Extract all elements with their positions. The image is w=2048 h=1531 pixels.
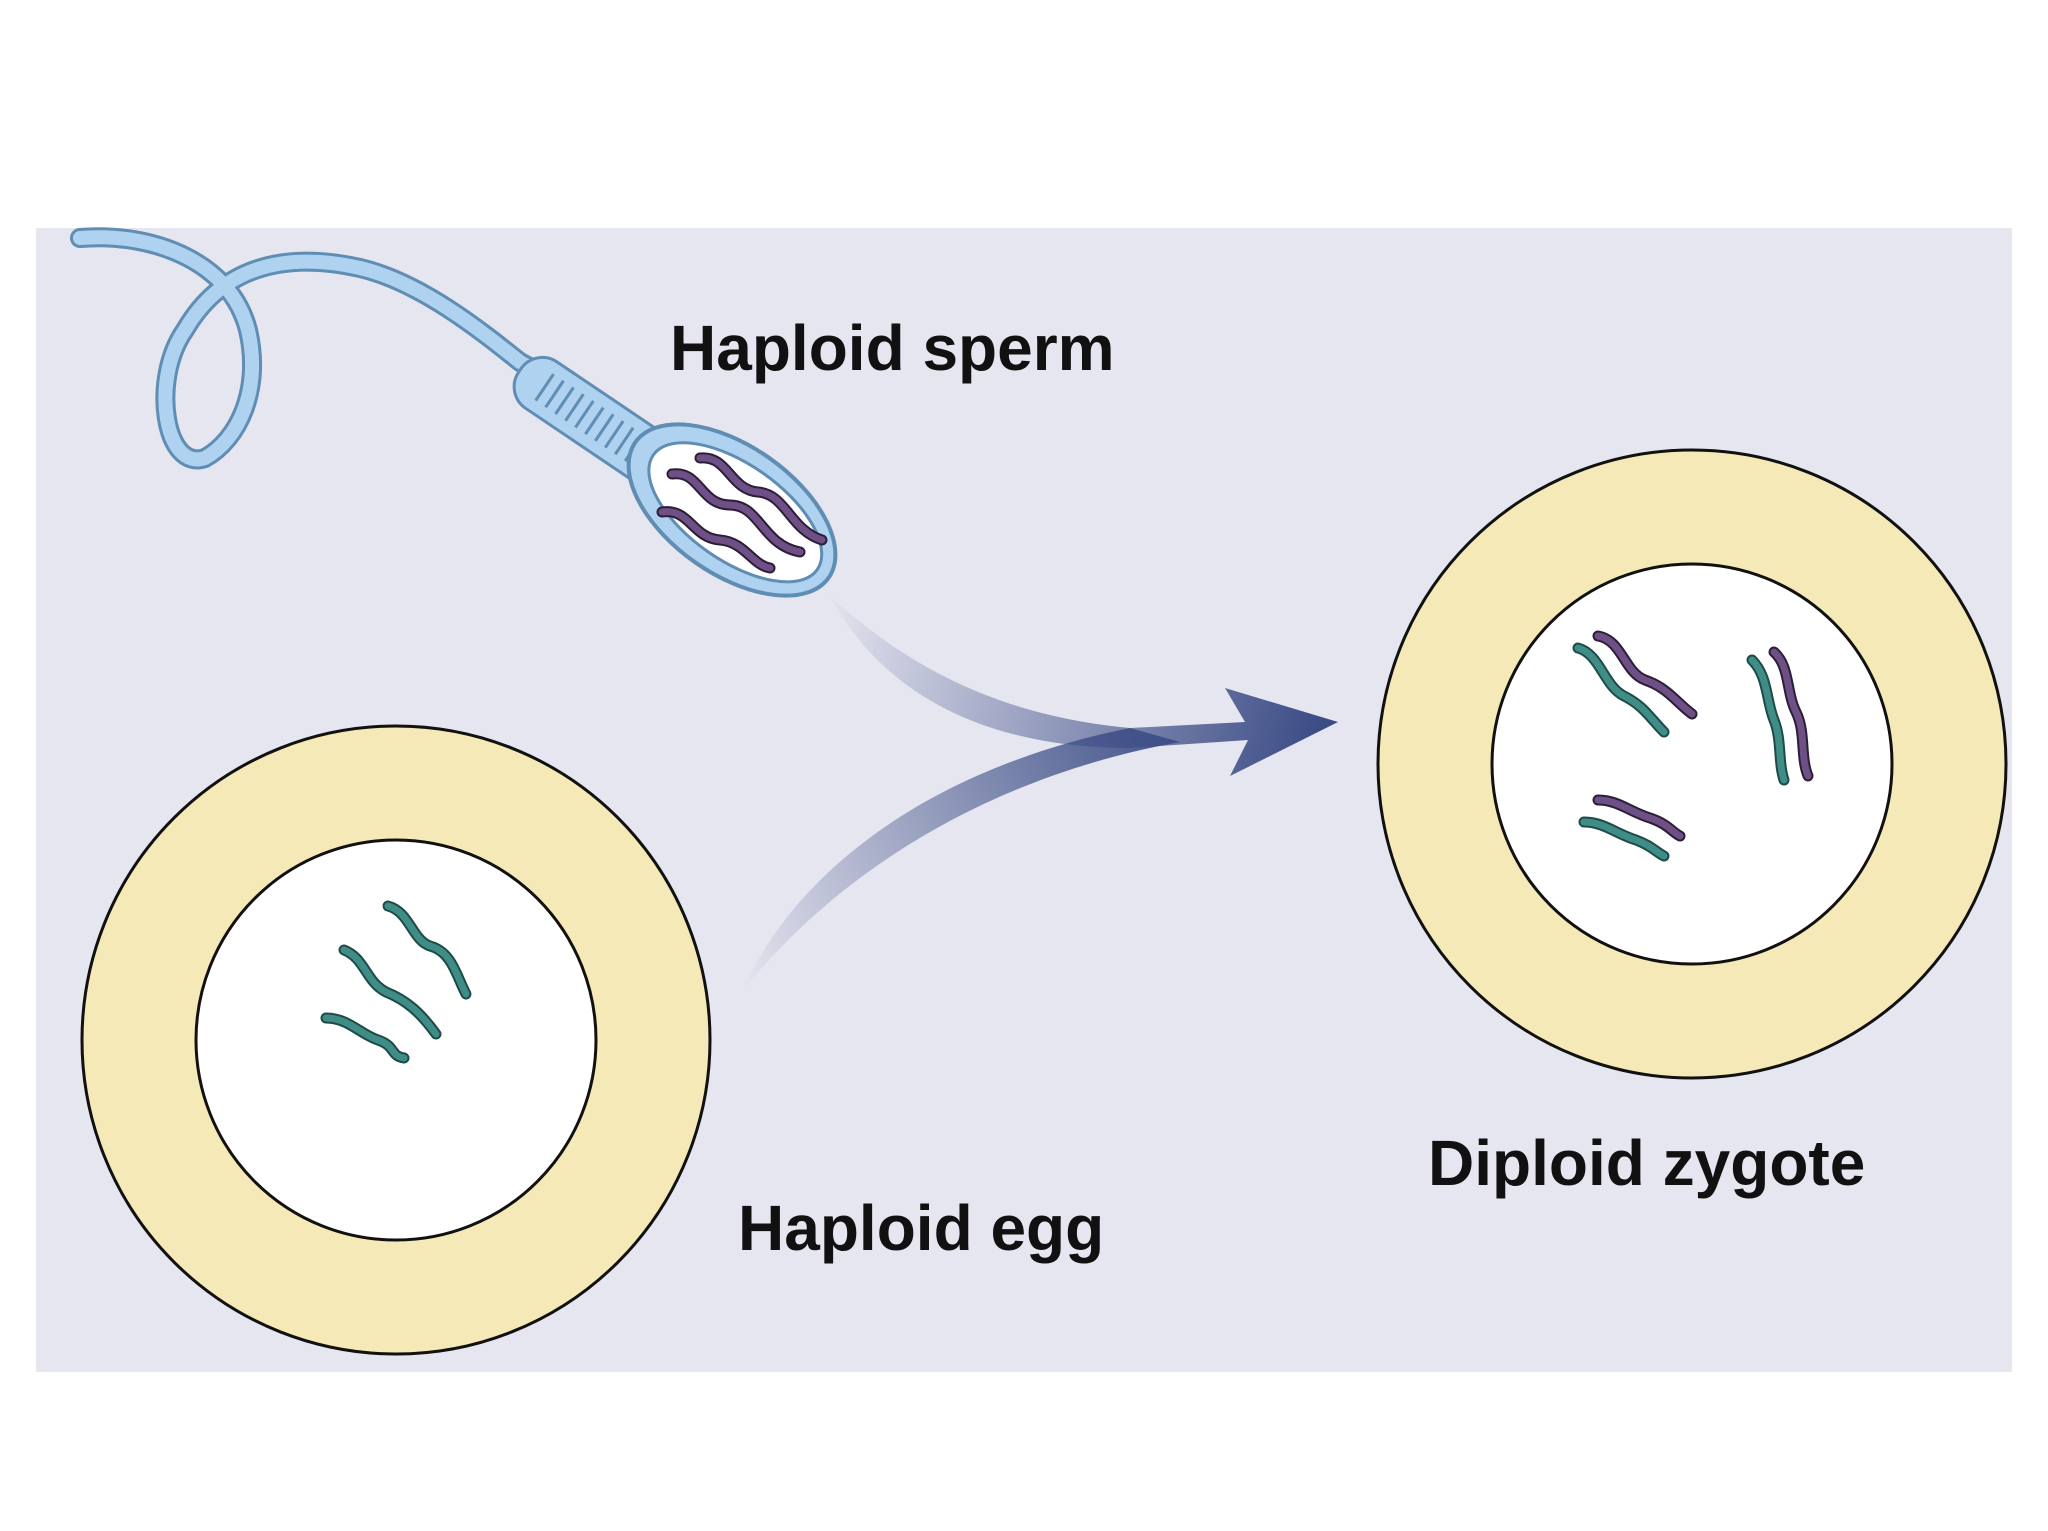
sperm-chromosomes	[656, 452, 828, 574]
zygote-nucleus	[1490, 562, 1894, 966]
egg-chromosomes	[320, 900, 472, 1064]
arrow-upper-band	[830, 596, 1338, 776]
fertilization-arrow	[742, 596, 1338, 992]
sperm-tail-fill	[73, 230, 542, 467]
diploid-zygote	[1376, 448, 2008, 1080]
haploid-sperm	[70, 227, 838, 598]
egg-nucleus	[194, 838, 598, 1242]
zygote-chromosomes	[1572, 630, 1814, 862]
haploid-egg	[80, 724, 712, 1356]
label-haploid-egg: Haploid egg	[738, 1192, 1104, 1264]
label-diploid-zygote: Diploid zygote	[1428, 1127, 1865, 1199]
label-haploid-sperm: Haploid sperm	[670, 312, 1115, 384]
